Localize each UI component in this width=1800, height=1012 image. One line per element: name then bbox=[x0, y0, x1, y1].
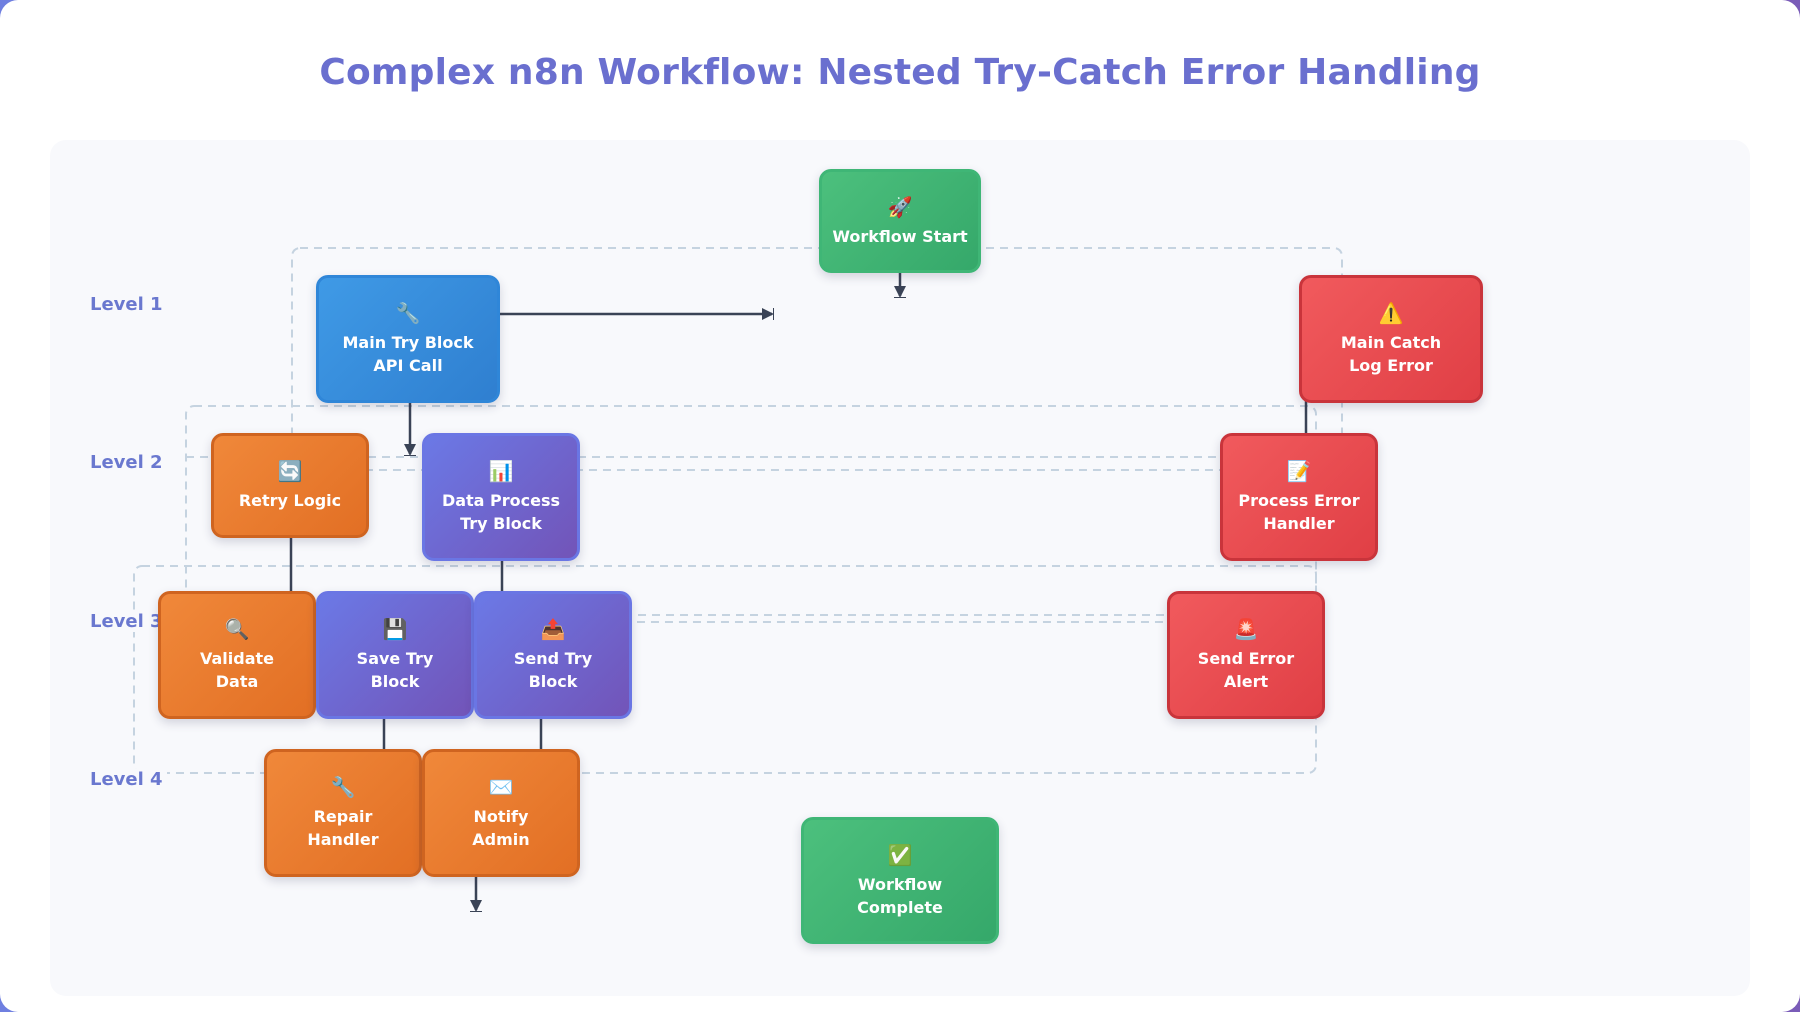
process-error-handler-label: Process Error Handler bbox=[1238, 491, 1360, 533]
workflow-complete-node[interactable]: ✅ Workflow Complete bbox=[801, 817, 999, 944]
validate-data-node[interactable]: 🔍 Validate Data bbox=[158, 591, 316, 719]
workflow-start-node[interactable]: 🚀 Workflow Start bbox=[819, 169, 981, 273]
repair-handler-node[interactable]: 🔧 Repair Handler bbox=[264, 749, 422, 877]
send-error-alert-node[interactable]: 🚨 Send Error Alert bbox=[1167, 591, 1325, 719]
send-try-block-label: Send Try Block bbox=[513, 649, 593, 691]
magnifier-icon: 🔍 bbox=[224, 617, 250, 641]
send-error-alert-label: Send Error Alert bbox=[1197, 649, 1295, 691]
data-process-try-node[interactable]: 📊 Data Process Try Block bbox=[422, 433, 580, 561]
save-try-block-label: Save Try Block bbox=[356, 649, 434, 691]
wrench-icon: 🔧 bbox=[395, 301, 421, 325]
retry-logic-node[interactable]: 🔄 Retry Logic bbox=[211, 433, 369, 538]
workflow-start-label: Workflow Start bbox=[832, 226, 968, 246]
level-label-1: Level 1 bbox=[86, 294, 167, 315]
floppy-disk-icon: 💾 bbox=[382, 617, 408, 641]
memo-icon: 📝 bbox=[1286, 459, 1312, 483]
rocket-icon: 🚀 bbox=[887, 194, 913, 219]
save-try-block-node[interactable]: 💾 Save Try Block bbox=[316, 591, 474, 719]
main-catch-node[interactable]: ⚠️ Main Catch Log Error bbox=[1299, 275, 1483, 403]
siren-icon: 🚨 bbox=[1233, 617, 1259, 641]
check-mark-icon: ✅ bbox=[887, 842, 913, 867]
diagram-title: Complex n8n Workflow: Nested Try-Catch E… bbox=[319, 52, 1481, 93]
refresh-icon: 🔄 bbox=[277, 459, 303, 483]
level-label-3: Level 3 bbox=[86, 611, 167, 632]
notify-admin-node[interactable]: ✉️ Notify Admin bbox=[422, 749, 580, 877]
envelope-icon: ✉️ bbox=[488, 775, 514, 799]
retry-logic-label: Retry Logic bbox=[238, 491, 342, 510]
repair-handler-label: Repair Handler bbox=[307, 807, 379, 849]
notify-admin-label: Notify Admin bbox=[472, 807, 530, 849]
data-process-try-label: Data Process Try Block bbox=[441, 491, 561, 533]
level-label-2: Level 2 bbox=[86, 452, 167, 473]
main-try-block-label: Main Try Block API Call bbox=[342, 333, 474, 375]
send-try-block-node[interactable]: 📤 Send Try Block bbox=[474, 591, 632, 719]
process-error-handler-node[interactable]: 📝 Process Error Handler bbox=[1220, 433, 1378, 561]
warning-icon: ⚠️ bbox=[1378, 301, 1404, 325]
outbox-icon: 📤 bbox=[540, 617, 566, 641]
wrench-icon: 🔧 bbox=[330, 775, 356, 799]
workflow-complete-label: Workflow Complete bbox=[857, 874, 943, 917]
main-catch-label: Main Catch Log Error bbox=[1340, 333, 1442, 375]
validate-data-label: Validate Data bbox=[199, 649, 275, 691]
level-label-4: Level 4 bbox=[86, 769, 167, 790]
bar-chart-icon: 📊 bbox=[488, 459, 514, 483]
main-try-block-node[interactable]: 🔧 Main Try Block API Call bbox=[316, 275, 500, 403]
